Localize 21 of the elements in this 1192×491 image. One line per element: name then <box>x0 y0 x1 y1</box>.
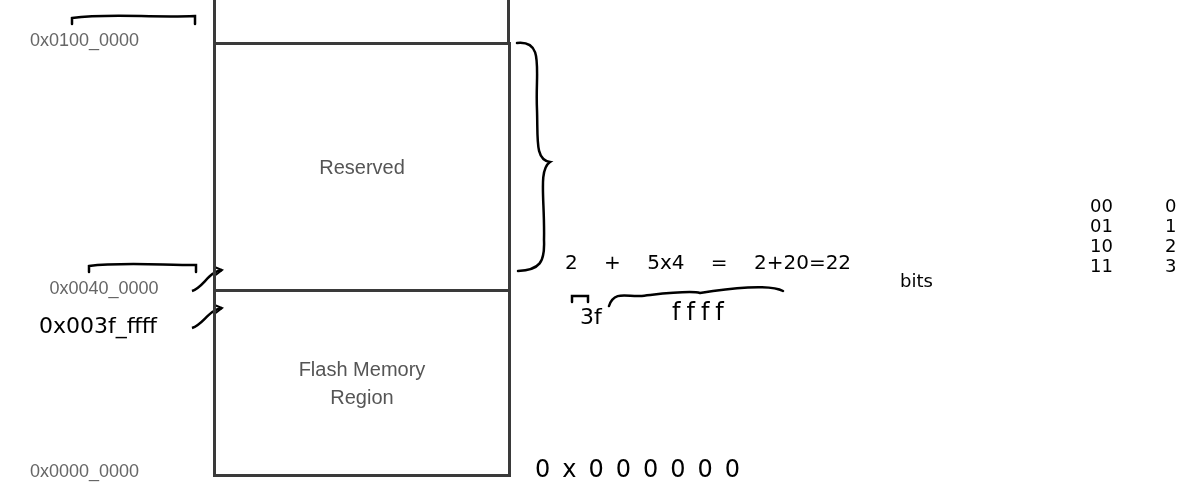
table-cell: 10 <box>1090 235 1113 256</box>
handwritten-note: bits <box>900 270 933 291</box>
handwritten-note: 0x000000 <box>535 455 753 483</box>
handwritten-address: 0x003f_ffff <box>6 310 190 340</box>
table-cell: 3 <box>1165 255 1177 276</box>
handwritten-note: 3f <box>580 304 602 329</box>
table-cell: 01 <box>1090 215 1113 236</box>
handwritten-note: ffff <box>672 298 730 326</box>
table-cell: 2 <box>1165 235 1177 256</box>
table-cell: 00 <box>1090 195 1113 216</box>
handwritten-equation: 2 + 5x4 = 2+20=22 <box>565 250 852 274</box>
memory-region-box: Reserved <box>213 42 511 292</box>
address-label: 0x0040_0000 <box>18 276 190 300</box>
table-cell: 1 <box>1165 215 1177 236</box>
arrow <box>191 266 223 293</box>
memory-region-box: Flash Memory Region <box>213 289 511 477</box>
arrow <box>191 304 223 330</box>
table-cell: 0 <box>1165 195 1177 216</box>
address-label: 0x0000_0000 <box>30 461 140 482</box>
table-cell: 11 <box>1090 255 1113 276</box>
address-label: 0x0100_0000 <box>30 30 140 51</box>
